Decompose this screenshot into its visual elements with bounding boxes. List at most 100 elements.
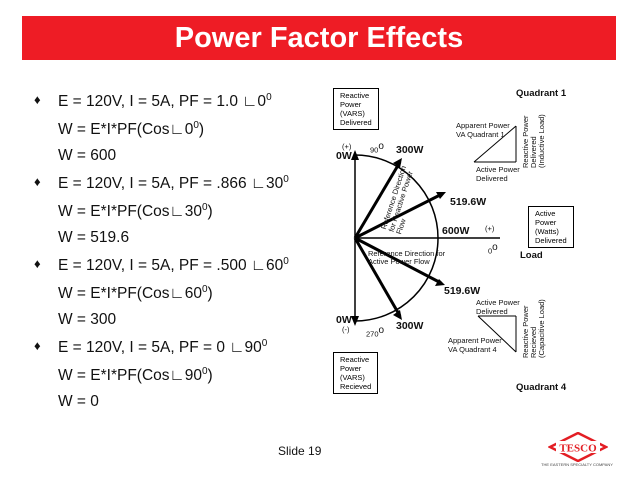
arrow-down [351, 316, 359, 326]
formula-close: ) [198, 121, 205, 139]
superscript: 0 [283, 256, 289, 267]
formula-1: W = E*I*PF(Cos∟00) [58, 120, 204, 139]
label-line: Active Power [476, 298, 520, 307]
formula-text: W = E*I*PF(Cos∟90 [58, 367, 202, 385]
formula-close: ) [207, 285, 213, 303]
zero-watt-bottom: 0W [336, 314, 352, 326]
reactive-delivered-box: Reactive Power (VARS) Delivered [333, 88, 379, 130]
w519-bottom-label: 519.6W [444, 285, 481, 297]
superscript: 0 [266, 92, 272, 103]
deg-270-label: 270o [366, 325, 385, 339]
quadrant-4-label: Quadrant 4 [516, 382, 567, 393]
formula-text: W = E*I*PF(Cos∟60 [58, 285, 202, 303]
active-delivered-q4-label: Active Power Delivered [476, 298, 520, 316]
result-3: W = 300 [58, 311, 117, 328]
label-line: Apparent Power [456, 121, 510, 130]
minus-bottom-label: (-) [342, 325, 350, 334]
arrow-519-top [436, 192, 446, 199]
box-line: (VARS) [340, 109, 365, 118]
result-4: W = 0 [58, 393, 99, 410]
label-line: (Inductive Load) [537, 114, 546, 168]
superscript: 0 [201, 366, 208, 377]
superscript: 0 [201, 284, 208, 295]
quadrant-1-label: Quadrant 1 [516, 88, 567, 99]
deg-value: 90 [370, 145, 379, 155]
formula-2: W = E*I*PF(Cos∟300) [58, 202, 213, 221]
vector-519w-bottom [354, 236, 442, 285]
result-2: W = 519.6 [58, 229, 130, 246]
bullet-text: E = 120V, I = 5A, PF = .500 ∟60 [58, 257, 284, 275]
label-line: (Capacitive Load) [537, 299, 546, 358]
w519-top-label: 519.6W [450, 196, 487, 208]
formula-close: ) [207, 367, 213, 385]
box-line: Power [340, 364, 362, 373]
box-line: Delivered [535, 236, 567, 245]
bullet-marker: ♦ [34, 338, 41, 353]
active-power-box: Active Power (Watts) Delivered [528, 206, 574, 248]
box-line: Recieved [340, 382, 372, 391]
circle-arc [354, 154, 439, 322]
box-line: (VARS) [340, 373, 365, 382]
logo-text: TESCO [559, 443, 597, 455]
arrow-300-bottom [393, 310, 402, 320]
vector-519w-top [354, 192, 443, 240]
w600-label: 600W [442, 225, 470, 237]
active-delivered-q1-label: Active Power Delivered [476, 165, 520, 183]
label-line: VA Quadrant 4 [448, 345, 497, 354]
vector-300w-bottom [353, 237, 402, 317]
formula-close: ) [207, 203, 213, 221]
box-line: Reactive [340, 91, 370, 100]
label-line: VA Quadrant 1 [456, 130, 505, 139]
zero-watt-top: 0W [336, 150, 352, 162]
vector-300w-top [353, 161, 402, 239]
box-line: Reactive [340, 355, 370, 364]
formula-text: W = E*I*PF(Cos∟0 [58, 121, 194, 139]
tesco-logo: TESCO [548, 432, 608, 462]
bullet-marker: ♦ [34, 256, 41, 271]
logo-caption: THE EASTERN SPECIALTY COMPANY [541, 462, 613, 467]
apparent-q4-label: Apparent Power VA Quadrant 4 [448, 336, 502, 354]
ref-dir-active-label: Reference Direction for Active Power Flo… [368, 249, 446, 266]
slide-title: Power Factor Effects [174, 22, 464, 54]
superscript: 0 [201, 202, 208, 213]
arrow-519-bottom [435, 279, 445, 286]
box-line: Active [535, 209, 556, 218]
box-line: Power [535, 218, 557, 227]
slide-number: Slide 19 [278, 444, 322, 458]
apparent-q1-label: Apparent Power VA Quadrant 1 [456, 121, 510, 139]
formula-text: W = E*I*PF(Cos∟30 [58, 203, 202, 221]
formula-4: W = E*I*PF(Cos∟900) [58, 366, 213, 385]
superscript: 0 [193, 120, 199, 131]
bullet-text: E = 120V, I = 5A, PF = .866 ∟30 [58, 175, 284, 193]
box-line: (Watts) [535, 227, 559, 236]
bullet-marker: ♦ [34, 174, 41, 189]
label-line: Active Power [476, 165, 520, 174]
superscript: 0 [283, 174, 289, 185]
bullet-marker: ♦ [34, 92, 41, 107]
reactive-q4-side-label: Reactive Power Recieved (Capacitive Load… [521, 299, 546, 358]
box-line: Power [340, 100, 362, 109]
reactive-received-box: Reactive Power (VARS) Recieved [333, 352, 379, 394]
w300-top-label: 300W [396, 144, 424, 156]
plus-right-label: (+) [485, 224, 495, 233]
reactive-q1-side-label: Reactive Power Delivered (Inductive Load… [521, 114, 546, 168]
deg-0-label: 0o [488, 242, 498, 256]
plus-top-label: (+) [342, 142, 352, 151]
deg-90-label: 90o [370, 141, 384, 155]
deg-value: 0 [488, 246, 493, 256]
w300-bottom-label: 300W [396, 320, 424, 332]
superscript: 0 [261, 338, 268, 349]
load-label: Load [520, 250, 543, 261]
label-line: Delivered [476, 174, 508, 183]
q4-apparent-side [477, 315, 517, 353]
box-line: Delivered [340, 118, 372, 127]
arrow-300-top [393, 158, 402, 168]
title-bar: Power Factor Effects [22, 16, 616, 60]
label-line: Delivered [476, 307, 508, 316]
result-1: W = 600 [58, 147, 117, 164]
formula-3: W = E*I*PF(Cos∟600) [58, 284, 213, 303]
bullet-text: E = 120V, I = 5A, PF = 0 ∟90 [58, 339, 262, 357]
deg-value: 270 [366, 329, 379, 339]
label-line: Apparent Power [448, 336, 502, 345]
